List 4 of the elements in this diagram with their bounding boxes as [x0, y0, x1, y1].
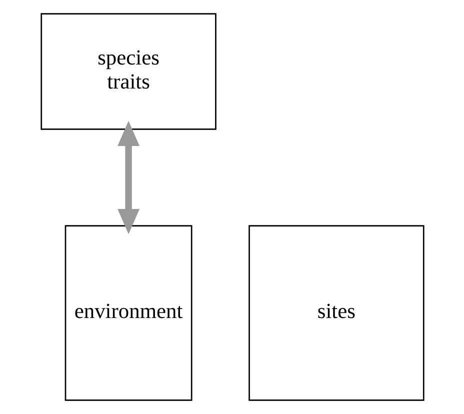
arrow — [117, 120, 140, 234]
node-box: sites — [248, 225, 424, 401]
node-box: species traits — [40, 13, 216, 130]
node-box: environment — [64, 225, 192, 401]
